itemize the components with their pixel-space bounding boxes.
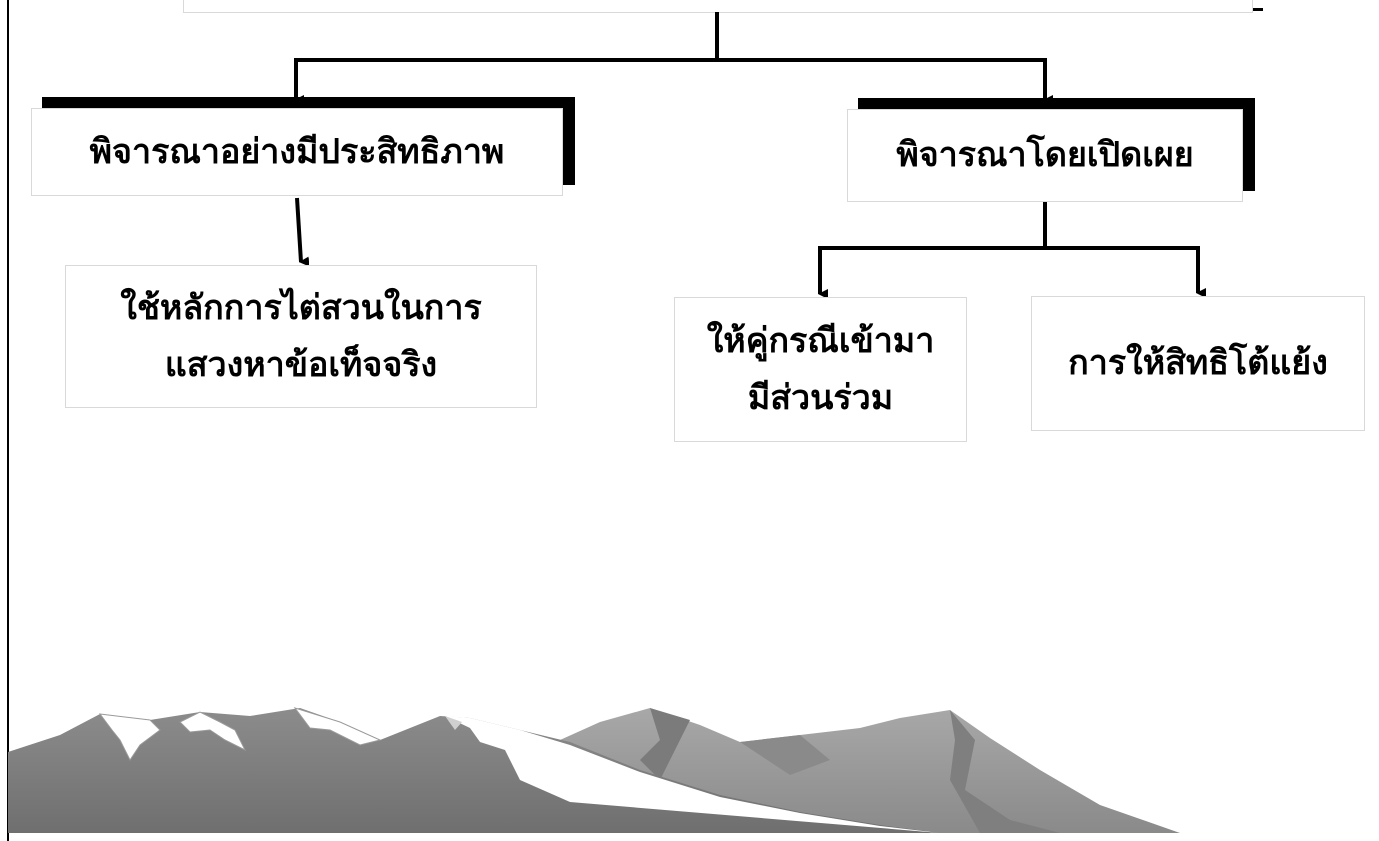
right-to-argue-box: การให้สิทธิโต้แย้ง — [1031, 296, 1365, 431]
open-consideration-box: พิจารณาโดยเปิดเผย — [847, 109, 1243, 202]
inquisitorial-principle-label: ใช้หลักการไต่สวนในการ แสวงหาข้อเท็จจริง — [120, 288, 482, 385]
party-participation-box: ให้คู่กรณีเข้ามา มีส่วนร่วม — [674, 297, 967, 442]
mountain-range-illustration — [8, 707, 1180, 833]
inquisitorial-principle-box: ใช้หลักการไต่สวนในการ แสวงหาข้อเท็จจริง — [65, 265, 537, 408]
effective-box-shadow-top — [42, 97, 575, 109]
party-participation-label: ให้คู่กรณีเข้ามา มีส่วนร่วม — [706, 321, 935, 418]
effective-box-shadow-right — [563, 97, 575, 185]
right-to-argue-label: การให้สิทธิโต้แย้ง — [1068, 343, 1328, 384]
open-box-shadow-top — [858, 98, 1255, 110]
effective-consideration-label: พิจารณาอย่างมีประสิทธิภาพ — [89, 131, 505, 172]
left-border-line — [7, 0, 9, 841]
open-consideration-label: พิจารณาโดยเปิดเผย — [896, 135, 1194, 176]
effective-consideration-box: พิจารณาอย่างมีประสิทธิภาพ — [31, 108, 563, 196]
parent-box-shadow — [1253, 8, 1263, 11]
connector-to-inquisitorial — [295, 197, 310, 267]
open-box-shadow-right — [1243, 98, 1255, 191]
